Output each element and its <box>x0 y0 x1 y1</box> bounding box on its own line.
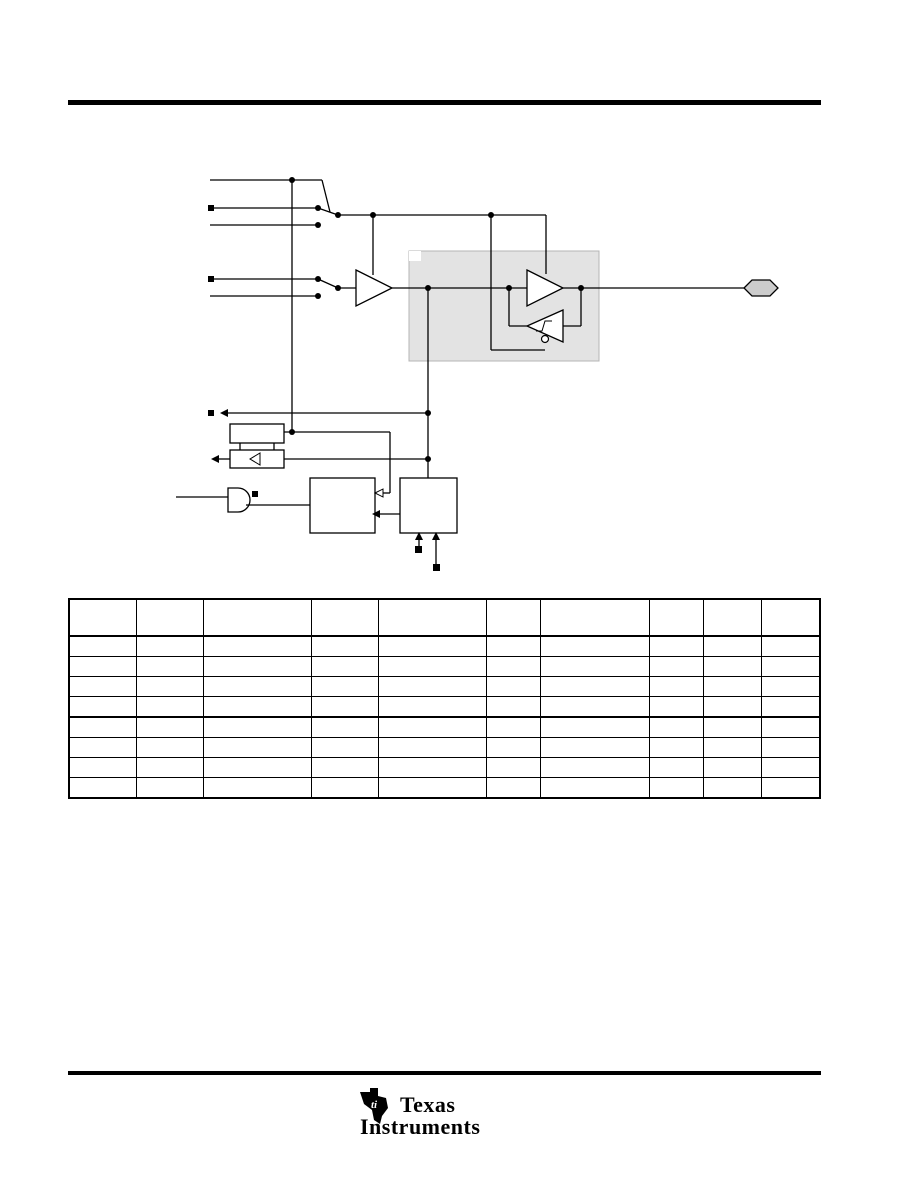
table-row <box>68 696 821 718</box>
table-header-cell <box>377 598 488 637</box>
inversion-bubble <box>540 334 550 344</box>
terminal-clock-1 <box>415 546 422 553</box>
table-row <box>68 635 821 657</box>
junction <box>335 285 341 291</box>
input-line-1-bend <box>321 179 331 213</box>
terminal-select-1 <box>208 205 214 211</box>
junction <box>425 285 431 291</box>
table-header-cell <box>486 598 542 637</box>
and-gate <box>227 487 251 513</box>
signal-arrow-open <box>373 488 384 498</box>
terminal-select-2 <box>208 276 214 282</box>
junction <box>370 212 376 218</box>
table-header-row <box>68 598 821 637</box>
latch-arrow <box>211 455 219 463</box>
junction <box>315 205 321 211</box>
terminal-read <box>208 410 214 416</box>
header-rule <box>68 100 821 105</box>
table-header-cell <box>136 598 205 637</box>
junction <box>578 285 584 291</box>
logic-block-right <box>399 477 458 534</box>
pad-region-tab <box>409 251 421 261</box>
read-arrow <box>220 409 228 417</box>
logo-line-texas: Texas <box>400 1092 456 1117</box>
table-header-cell <box>203 598 312 637</box>
junction <box>289 429 295 435</box>
junction <box>506 285 512 291</box>
switch-1-arm <box>317 207 339 216</box>
port-logic-diagram <box>176 177 779 571</box>
table-header-cell <box>310 598 379 637</box>
logo-line-instruments: Instruments <box>360 1114 481 1139</box>
latch-triangle <box>249 452 261 466</box>
port-function-table <box>68 598 821 799</box>
terminal-clock-2 <box>433 564 440 571</box>
ti-state-logo-icon: ti <box>360 1088 388 1124</box>
logic-block-left <box>309 477 376 534</box>
table-row <box>68 777 821 799</box>
schmitt-symbol <box>536 320 552 332</box>
table-row <box>68 676 821 697</box>
table-header-cell <box>648 598 704 637</box>
latch-cell-top <box>229 423 285 444</box>
pad-driver <box>526 268 565 308</box>
junction <box>289 177 295 183</box>
table-header-cell <box>540 598 650 637</box>
table-row <box>68 737 821 758</box>
junction <box>425 410 431 416</box>
table-row <box>68 716 821 738</box>
junction <box>315 293 321 299</box>
table-row <box>68 757 821 778</box>
table-row <box>68 656 821 677</box>
table-header-cell <box>702 598 762 637</box>
clock-arrow-1 <box>415 532 423 540</box>
schmitt-buffer <box>525 308 564 344</box>
clock-arrow-2 <box>432 532 440 540</box>
terminal-gate <box>252 491 258 497</box>
junction <box>425 456 431 462</box>
pad-terminal <box>743 279 779 297</box>
footer-rule <box>68 1071 821 1075</box>
pad-logic-region <box>408 250 600 362</box>
junction <box>315 222 321 228</box>
table-header-cell <box>760 598 821 637</box>
output-buffer <box>355 268 394 308</box>
block-arrow <box>372 510 380 518</box>
junction <box>488 212 494 218</box>
junction <box>315 276 321 282</box>
junction <box>335 212 341 218</box>
table-header-cell <box>68 598 138 637</box>
ti-logo: ti Texas Instruments <box>356 1086 516 1142</box>
svg-text:ti: ti <box>371 1099 378 1111</box>
switch-2-arm <box>317 278 339 289</box>
